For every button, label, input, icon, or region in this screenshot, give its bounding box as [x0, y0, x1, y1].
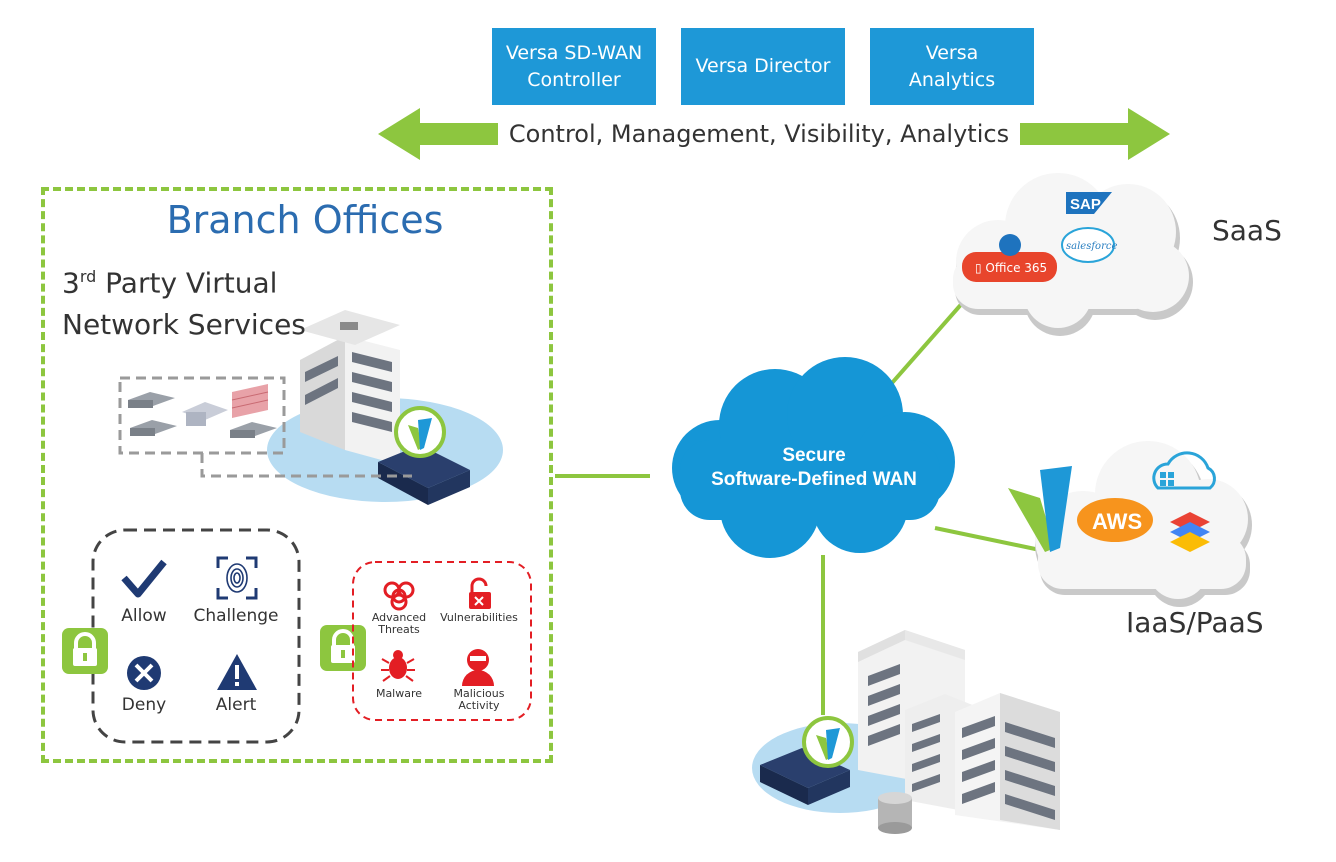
malicious-activity-label: Malicious Activity — [453, 687, 505, 712]
wan-cloud-line1: Secure — [782, 445, 846, 466]
aws-logo: AWS — [1077, 498, 1153, 542]
third-party-services-label: 3rd Party Virtual Network Services — [62, 256, 362, 346]
biohazard-icon — [383, 581, 415, 611]
wan-cloud-label: Secure Software-Defined WAN — [684, 444, 944, 492]
iaas-cloud: AWS — [1008, 441, 1252, 607]
office365-logo: ▯ Office 365 — [962, 234, 1057, 282]
wan-cloud-line2: Software-Defined WAN — [711, 469, 917, 490]
svg-text:▯ Office 365: ▯ Office 365 — [975, 261, 1047, 275]
alert-icon — [217, 654, 257, 690]
advanced-threats-label: Advanced Threats — [371, 611, 427, 636]
network-services-box — [118, 376, 412, 478]
iaas-paas-label: IaaS/PaaS — [1126, 606, 1264, 639]
third-party-prefix: 3 — [62, 266, 80, 300]
azure-cloud-icon — [1152, 451, 1216, 490]
policy-lock-icon — [62, 628, 108, 674]
saas-cloud: ▯ Office 365 SAP salesforce — [953, 173, 1193, 336]
branch-offices-title: Branch Offices — [166, 198, 444, 242]
deny-icon — [127, 656, 161, 690]
bug-icon — [381, 650, 415, 682]
alert-label: Alert — [215, 695, 257, 715]
third-party-sup: rd — [79, 267, 97, 286]
challenge-label: Challenge — [193, 606, 279, 626]
versa-logo-icon — [1008, 466, 1072, 552]
versa-analytics-box: Versa Analytics — [870, 28, 1034, 105]
sdwan-controller-box: Versa SD-WAN Controller — [492, 28, 656, 105]
checkmark-icon — [121, 559, 167, 598]
saas-label: SaaS — [1212, 214, 1282, 247]
vulnerabilities-label: Vulnerabilities — [440, 611, 518, 624]
threat-box — [352, 561, 532, 721]
sap-logo: SAP — [1066, 192, 1112, 214]
hacker-icon — [462, 649, 494, 686]
network-services-line: Network Services — [62, 308, 306, 342]
database-icon — [878, 792, 912, 834]
deny-label: Deny — [121, 695, 167, 715]
svg-text:salesforce: salesforce — [1066, 241, 1117, 252]
svg-text:SAP: SAP — [1070, 196, 1101, 213]
gcp-stack-icon — [1170, 512, 1210, 552]
svg-text:AWS: AWS — [1092, 509, 1142, 534]
branch-offices-container — [41, 187, 553, 763]
headquarters-buildings — [752, 630, 1060, 834]
allow-label: Allow — [121, 606, 167, 626]
third-party-rest: Party Virtual — [96, 266, 278, 300]
control-management-banner: Control, Management, Visibility, Analyti… — [498, 112, 1020, 156]
threat-lock-icon — [320, 625, 366, 671]
connection-lines — [555, 298, 1041, 715]
fingerprint-icon — [216, 556, 258, 600]
wan-cloud — [672, 357, 955, 558]
unlock-icon — [469, 577, 491, 609]
versa-director-box: Versa Director — [681, 28, 845, 105]
malware-label: Malware — [375, 687, 423, 700]
salesforce-logo: salesforce — [1061, 227, 1117, 263]
